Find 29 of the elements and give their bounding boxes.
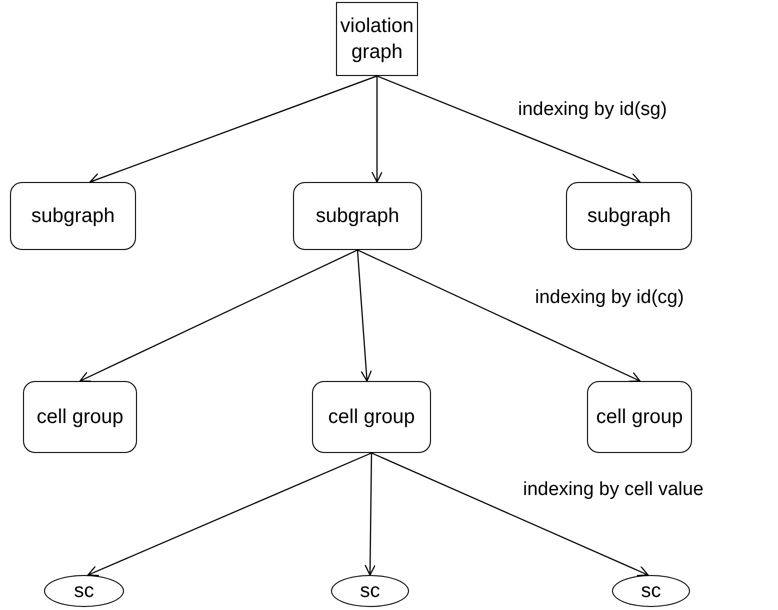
annotation: indexing by id(cg) — [535, 286, 684, 310]
node-label: cell group — [328, 405, 415, 430]
node-label: subgraph — [31, 204, 115, 229]
node-label: cell group — [36, 405, 124, 430]
arrow — [356, 250, 372, 382]
annotation: indexing by cell value — [523, 478, 704, 502]
arrow — [89, 75, 378, 184]
arrow — [376, 75, 641, 184]
root-box — [336, 2, 418, 76]
node-label: sc — [641, 579, 661, 604]
rounded-box — [312, 381, 431, 453]
node-label: cell group — [596, 405, 683, 430]
node-label: sc — [360, 579, 380, 604]
node-label: sc — [74, 579, 94, 604]
arrow — [371, 452, 649, 576]
rounded-box — [10, 182, 136, 250]
rounded-box — [293, 182, 422, 250]
node-label: violation graph — [339, 14, 415, 65]
arrow — [87, 452, 372, 576]
rounded-box — [23, 381, 137, 453]
node-label: subgraph — [316, 204, 400, 229]
annotation: indexing by id(sg) — [518, 98, 667, 122]
node-label: subgraph — [587, 204, 671, 229]
arrow — [79, 249, 358, 382]
arrow — [364, 453, 376, 576]
arrow — [357, 249, 641, 382]
arrow — [371, 76, 383, 183]
rounded-box — [566, 182, 692, 250]
rounded-box — [587, 381, 692, 453]
